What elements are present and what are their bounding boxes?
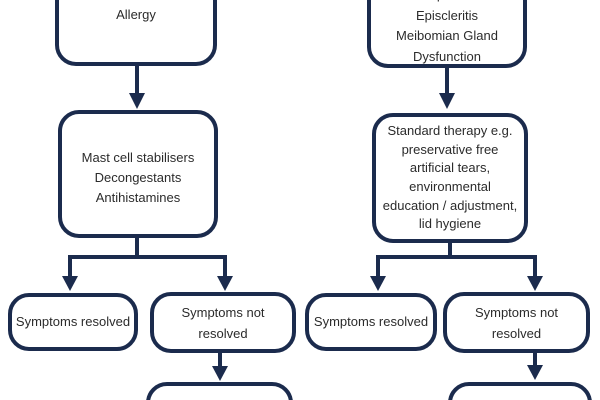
node-allergy-treatment: Mast cell stabilisers Decongestants Anti… — [58, 110, 218, 238]
node-symptoms-not-resolved-left: Symptoms not resolved — [150, 292, 296, 353]
node-allergy: Allergy — [55, 0, 217, 66]
node-next-step-right — [448, 382, 592, 400]
node-blepharitis-label: Blephartis Episcleritis Meibomian Gland … — [396, 0, 498, 64]
node-allergy-label: Allergy — [116, 7, 156, 22]
node-symptoms-resolved-right: Symptoms resolved — [305, 293, 437, 351]
node-symptoms-not-resolved-right-label: Symptoms not resolved — [474, 304, 559, 341]
node-standard-therapy-label: Standard therapy e.g. preservative free … — [382, 122, 518, 232]
node-symptoms-resolved-right-label: Symptoms resolved — [313, 314, 429, 329]
node-blepharitis: Blephartis Episcleritis Meibomian Gland … — [367, 0, 527, 68]
node-symptoms-not-resolved-right: Symptoms not resolved — [443, 292, 590, 353]
node-next-step-left — [146, 382, 293, 400]
node-allergy-treatment-label: Mast cell stabilisers Decongestants Anti… — [81, 150, 195, 205]
node-standard-therapy: Standard therapy e.g. preservative free … — [372, 113, 528, 243]
node-symptoms-resolved-left: Symptoms resolved — [8, 293, 138, 351]
node-symptoms-not-resolved-left-label: Symptoms not resolved — [181, 304, 265, 341]
node-symptoms-resolved-left-label: Symptoms resolved — [15, 314, 131, 329]
